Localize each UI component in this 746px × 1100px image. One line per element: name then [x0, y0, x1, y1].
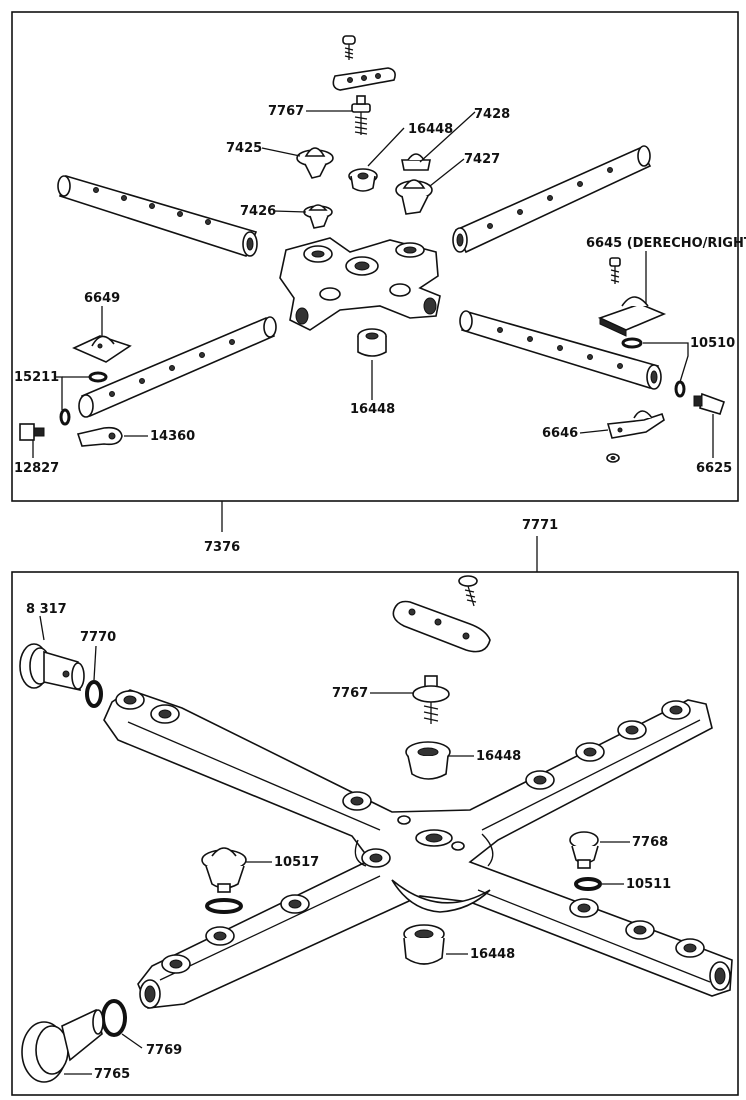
label-7426: 7426: [240, 204, 276, 219]
part-7426: [303, 204, 333, 229]
screw-top: [342, 35, 356, 60]
label-6646: 6646: [542, 426, 578, 441]
part-16448-lower-top: [405, 741, 451, 780]
nozzle-bosses: [115, 690, 705, 974]
label-7376: 7376: [204, 540, 240, 555]
assembly-labels: 7376 7771: [204, 501, 558, 572]
label-6645: 6645 (DERECHO/RIGHT): [586, 236, 746, 251]
label-7771: 7771: [522, 518, 558, 533]
lower-panel: 8 317 7770 7767 16448 10517 7768 10511 1…: [11, 571, 739, 1096]
part-8317: [19, 643, 85, 692]
part-6649: [72, 335, 132, 363]
hub-manifold: [279, 237, 441, 331]
label-7769: 7769: [146, 1043, 182, 1058]
label-7427: 7427: [464, 152, 500, 167]
label-7767-upper: 7767: [268, 104, 304, 119]
arm-upper-left: [57, 175, 258, 257]
part-10510-ring-a: [621, 337, 643, 349]
part-6646: [606, 410, 665, 439]
label-7770: 7770: [80, 630, 116, 645]
label-16448-lower-top: 16448: [476, 749, 521, 764]
part-14360: [76, 426, 123, 447]
label-10510: 10510: [690, 336, 735, 351]
label-16448-upper-top: 16448: [408, 122, 453, 137]
part-16448-lower-bottom: [403, 924, 445, 965]
label-6649: 6649: [84, 291, 120, 306]
label-7425: 7425: [226, 141, 262, 156]
label-12827: 12827: [14, 461, 59, 476]
part-15211-ring-b: [59, 408, 71, 426]
part-16448-upper: [348, 168, 378, 192]
part-10510-ring-b: [674, 380, 686, 398]
part-10517: [201, 847, 247, 893]
part-7770-ring: [85, 680, 103, 708]
part-12827: [19, 423, 45, 441]
part-16448-upper-bottom: [357, 328, 387, 357]
label-7428: 7428: [474, 107, 510, 122]
plate-top: [332, 67, 396, 91]
upper-panel: 7767 16448 7428 7425 7427 7426 6645 (DER…: [11, 11, 746, 502]
part-6625: [693, 392, 726, 415]
part-7425: [296, 147, 334, 179]
leader-lines-lower: [39, 615, 630, 1075]
spray-arm-body: [103, 689, 733, 1009]
part-7767-lower: [412, 675, 450, 724]
part-7767-upper: [351, 95, 371, 135]
label-16448-upper-bottom: 16448: [350, 402, 395, 417]
label-10517: 10517: [274, 855, 319, 870]
part-7427: [395, 179, 433, 215]
arm-lower-right: [459, 310, 662, 390]
part-10517-ring: [205, 898, 243, 914]
part-7768: [569, 831, 599, 869]
plate-lower: [392, 600, 491, 653]
nut-6646: [606, 453, 620, 463]
upper-panel-frame: [11, 11, 739, 502]
label-7767-lower: 7767: [332, 686, 368, 701]
label-14360: 14360: [150, 429, 195, 444]
part-6645: [597, 257, 667, 337]
label-15211: 15211: [14, 370, 59, 385]
part-7769-ring: [101, 999, 127, 1037]
arm-upper-right: [452, 145, 652, 254]
part-7428: [401, 153, 431, 171]
label-7768: 7768: [632, 835, 668, 850]
label-10511: 10511: [626, 877, 671, 892]
leader-lines-upper: [32, 110, 714, 458]
arm-lower-left: [78, 316, 277, 418]
label-8317: 8 317: [26, 602, 67, 617]
label-7765: 7765: [94, 1067, 130, 1082]
lower-panel-frame: [11, 571, 739, 1096]
part-15211-ring-a: [88, 371, 108, 383]
label-6625: 6625: [696, 461, 732, 476]
part-7765: [21, 1008, 104, 1083]
label-16448-lower-bottom: 16448: [470, 947, 515, 962]
part-10511-ring: [574, 877, 602, 891]
screw-lower: [458, 575, 478, 607]
